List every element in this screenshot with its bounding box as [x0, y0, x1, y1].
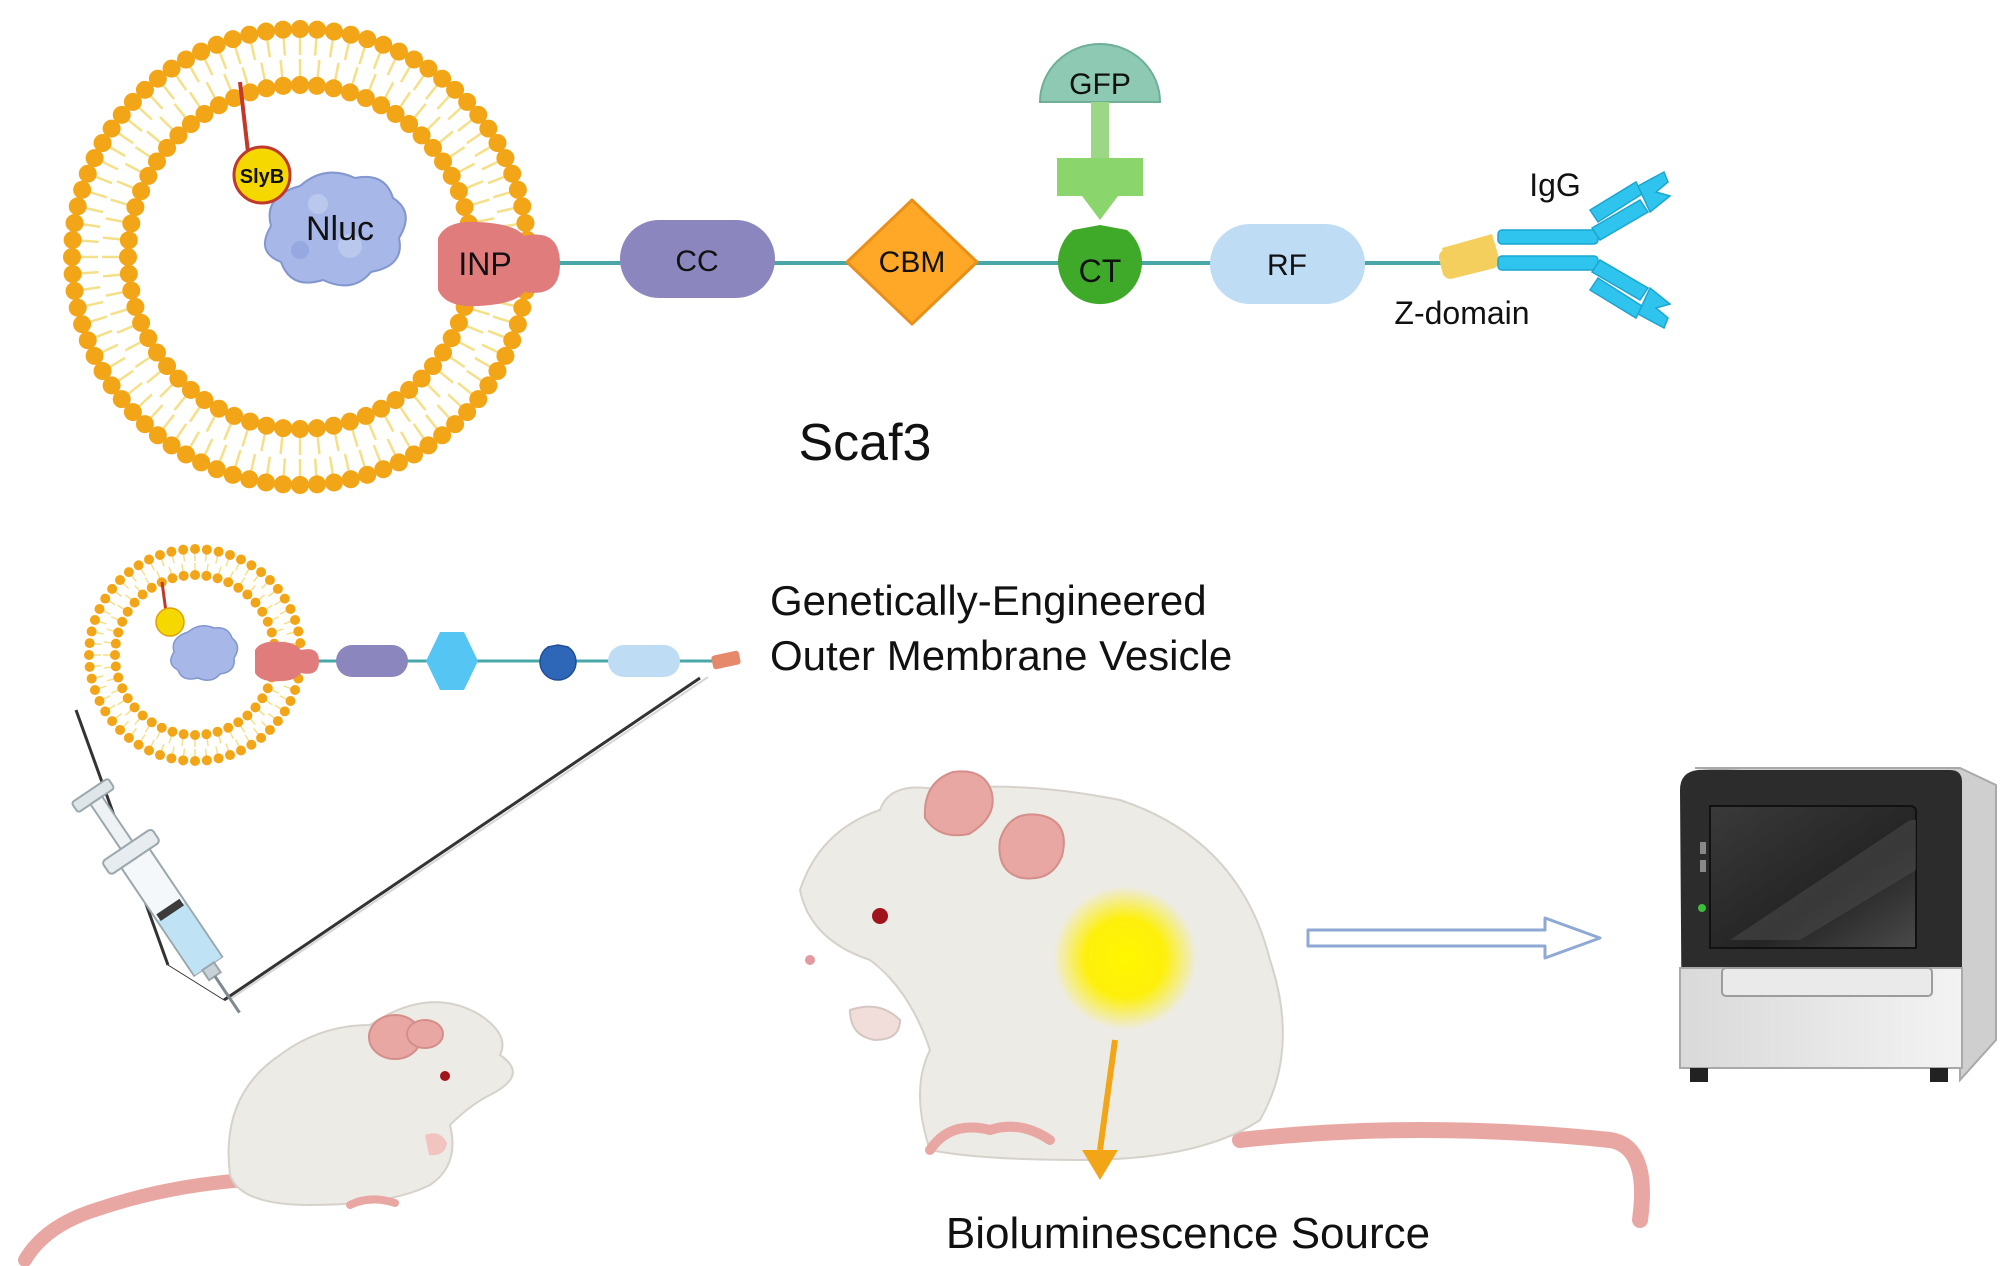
inp-label: INP: [458, 246, 511, 282]
slyb-anchor: [238, 81, 250, 153]
small-zdomain: [711, 650, 741, 670]
rf-label: RF: [1267, 249, 1307, 282]
mouse-icon: [18, 1001, 514, 1266]
small-rf: [608, 645, 680, 677]
hollow-arrow-icon: [1306, 916, 1602, 960]
bioluminescence-label: Bioluminescence Source: [946, 1209, 1430, 1258]
lipid-bilayer: [63, 20, 537, 494]
small-inp: [255, 641, 319, 682]
inp-domain: INP: [438, 221, 560, 307]
ct-label: CT: [1079, 253, 1122, 289]
slyb-label: SlyB: [240, 166, 284, 188]
scaffold-title: Scaf3: [799, 414, 932, 472]
cbm-label: CBM: [879, 246, 946, 279]
syringe-icon: [71, 778, 241, 1014]
cc-domain: CC: [620, 220, 775, 298]
nluc-label: Nluc: [306, 210, 374, 248]
igg-label: IgG: [1529, 167, 1581, 203]
omv-label-line2: Outer Membrane Vesicle: [770, 632, 1232, 679]
imaging-instrument-icon: [1679, 767, 1997, 1083]
small-ct: [539, 644, 577, 681]
gfp-label: GFP: [1069, 68, 1131, 101]
small-cc: [336, 645, 408, 677]
igg-antibody: [1497, 170, 1672, 330]
zdomain-label: Z-domain: [1394, 295, 1529, 331]
gfp-domain: GFP: [1038, 43, 1162, 220]
small-vesicle: [84, 544, 306, 766]
small-hexagon: [426, 632, 478, 690]
cbm-domain: CBM: [845, 198, 979, 326]
cc-label: CC: [675, 245, 718, 278]
z-domain: Z-domain: [1394, 234, 1530, 331]
rf-domain: RF: [1210, 224, 1365, 304]
omv-label-line1: Genetically-Engineered: [770, 577, 1207, 624]
nluc-protein: Nluc: [263, 171, 407, 287]
ct-domain: CT: [1058, 225, 1142, 305]
bioluminescence-glow: [1053, 886, 1197, 1030]
slyb-protein: SlyB: [232, 145, 292, 205]
mouse-icon-large: [798, 770, 1650, 1228]
